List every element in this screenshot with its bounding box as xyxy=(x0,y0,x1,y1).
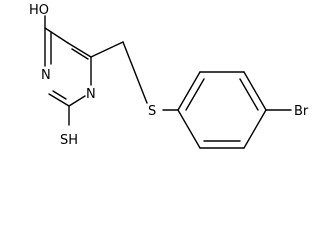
bond-c5-c6 xyxy=(67,42,92,58)
bond-ar1-ar2 xyxy=(177,71,201,111)
bond-c2-n3-double xyxy=(52,90,67,100)
ring-n3-label: N xyxy=(41,68,51,83)
bond-c4-c5 xyxy=(44,27,69,44)
pyrimidine-ring xyxy=(44,27,92,107)
ring-n1-label: N xyxy=(86,87,96,102)
bond-ar1-ar2-double xyxy=(185,78,205,111)
atom-labels: HO N N SH S Br xyxy=(29,3,309,148)
benzene-ring xyxy=(177,71,292,149)
bond-c6-ch2 xyxy=(90,41,124,58)
bond-ar3-ar4 xyxy=(243,71,267,111)
bond-ar3-ar4-double xyxy=(239,78,259,111)
hydroxyl-label: HO xyxy=(29,3,49,18)
thiol-label: SH xyxy=(60,133,78,148)
thioether-sulfur-label: S xyxy=(148,104,156,119)
chemical-structure: HO N N SH S Br xyxy=(29,3,309,149)
bond-c5-c6-double xyxy=(71,48,89,60)
substituent-bonds xyxy=(44,15,179,126)
bond-n1-c2 xyxy=(68,95,86,107)
bromine-label: Br xyxy=(294,104,309,119)
bond-ch2-s xyxy=(122,41,148,104)
bond-c2-n3 xyxy=(48,93,70,107)
bond-ar4-ar5 xyxy=(243,109,267,149)
bond-ar6-ar1 xyxy=(177,109,201,149)
